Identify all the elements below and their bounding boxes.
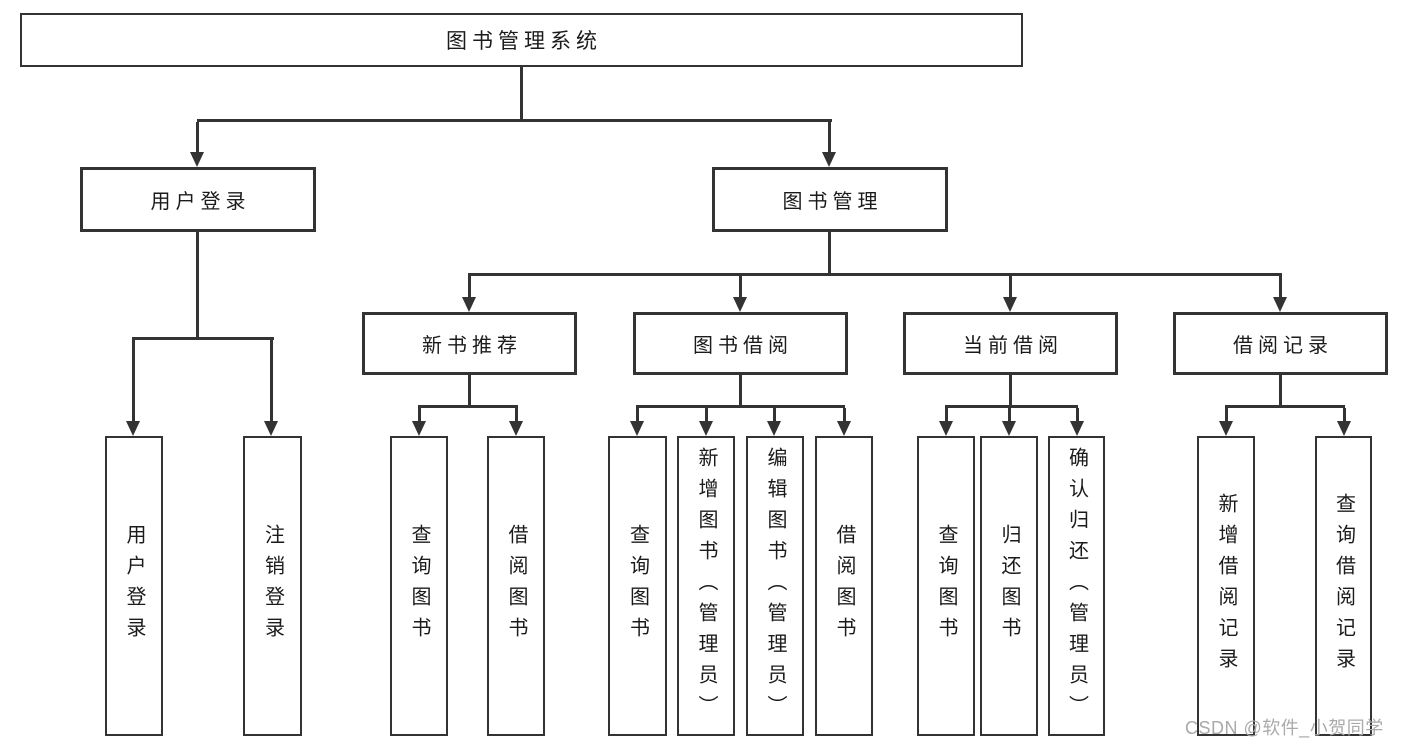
leaf-user-login: 用户登录 (105, 436, 163, 736)
node-book-management: 图书管理 (712, 167, 948, 232)
csdn-watermark: CSDN @软件_小贺同学 (1185, 718, 1384, 738)
connector-user-login-stub (196, 232, 199, 339)
connector-borrowing-branch (636, 405, 845, 408)
leaf-borrow-books: 借阅图书 (815, 436, 873, 736)
leaf-logout: 注销登录 (243, 436, 302, 736)
connector-recommend-branch (418, 405, 518, 408)
leaf-return-books: 归还图书 (980, 436, 1038, 736)
node-current-borrowing: 当前借阅 (903, 312, 1118, 375)
connector-level2-branch (197, 119, 832, 122)
connector-borrowing-stub (739, 375, 742, 407)
arrow-down-icon (509, 408, 524, 436)
leaf-confirm-return-admin: 确认归还（管理员） (1048, 436, 1105, 736)
arrow-down-icon (1070, 408, 1085, 436)
arrow-down-icon (462, 276, 477, 312)
arrow-down-icon (1219, 408, 1234, 436)
leaf-query-borrow-record: 查询借阅记录 (1315, 436, 1372, 736)
arrow-down-icon (767, 408, 782, 436)
node-library-management-system: 图书管理系统 (20, 13, 1023, 67)
connector-user-login-branch (132, 337, 274, 340)
arrow-down-icon (1003, 276, 1018, 312)
arrow-down-icon (837, 408, 852, 436)
arrow-down-icon (412, 408, 427, 436)
leaf-borrow-books-recommend: 借阅图书 (487, 436, 545, 736)
arrow-down-icon (699, 408, 714, 436)
connector-current-stub (1009, 375, 1012, 407)
leaf-query-books-borrow: 查询图书 (608, 436, 667, 736)
arrow-down-icon (733, 276, 748, 312)
leaf-edit-books-admin: 编辑图书（管理员） (746, 436, 804, 736)
node-user-login: 用户登录 (80, 167, 316, 232)
leaf-add-borrow-record: 新增借阅记录 (1197, 436, 1255, 736)
connector-records-branch (1225, 405, 1345, 408)
connector-root-stub (520, 67, 523, 120)
node-borrowing-records: 借阅记录 (1173, 312, 1388, 375)
arrow-down-icon (822, 122, 837, 167)
leaf-query-books-current: 查询图书 (917, 436, 975, 736)
arrow-down-icon (1002, 408, 1017, 436)
arrow-down-icon (126, 340, 141, 436)
connector-book-management-stub (828, 232, 831, 275)
connector-level3-branch (468, 273, 1282, 276)
arrow-down-icon (1273, 276, 1288, 312)
arrow-down-icon (190, 122, 205, 167)
leaf-add-books-admin: 新增图书（管理员） (677, 436, 735, 736)
node-book-borrowing: 图书借阅 (633, 312, 848, 375)
arrow-down-icon (939, 408, 954, 436)
connector-current-branch (945, 405, 1078, 408)
arrow-down-icon (1337, 408, 1352, 436)
arrow-down-icon (630, 408, 645, 436)
node-new-book-recommendation: 新书推荐 (362, 312, 577, 375)
connector-recommend-stub (468, 375, 471, 407)
arrow-down-icon (264, 340, 279, 436)
connector-records-stub (1279, 375, 1282, 407)
leaf-query-books-recommend: 查询图书 (390, 436, 448, 736)
